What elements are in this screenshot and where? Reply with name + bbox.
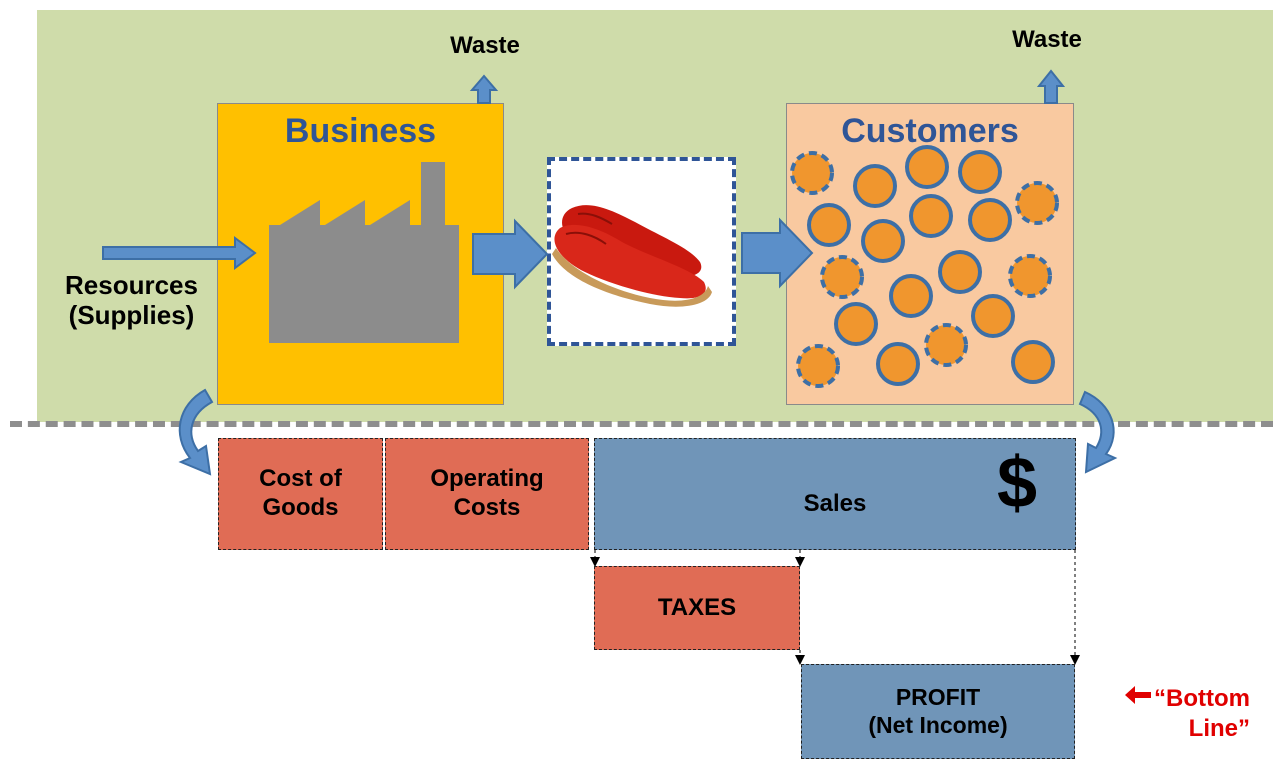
business-to-product-arrow-icon	[472, 218, 549, 290]
divider-line	[10, 421, 1273, 427]
bottom-line-arrow-icon	[1125, 686, 1151, 704]
waste-arrow-right-icon	[1036, 69, 1066, 104]
customer-circle-icon	[971, 294, 1015, 338]
waste-left-label: Waste	[450, 32, 520, 59]
net-income-label: (Net Income)	[868, 711, 1008, 738]
customer-circle-icon	[820, 255, 864, 299]
cost-of-goods-box: Cost of Goods	[218, 438, 383, 550]
customer-circle-icon	[796, 344, 840, 388]
customer-circle-icon	[924, 323, 968, 367]
profit-label: PROFIT	[895, 683, 981, 710]
curved-arrow-right-icon	[1078, 390, 1118, 474]
bottom-line-label-line2: Line”	[1188, 715, 1250, 742]
dollar-sign-icon: $	[996, 443, 1037, 523]
customer-circle-icon	[1011, 340, 1055, 384]
customer-circle-icon	[958, 150, 1002, 194]
customer-circle-icon	[790, 151, 834, 195]
operating-costs-label: Operating Costs	[430, 465, 544, 521]
customer-circle-icon	[909, 194, 953, 238]
customers-title: Customers	[841, 112, 1019, 150]
customer-circle-icon	[938, 250, 982, 294]
factory-icon	[269, 162, 459, 343]
shoes-image	[552, 205, 712, 307]
customer-circle-icon	[861, 219, 905, 263]
sales-label: Sales	[803, 489, 867, 517]
flow-connectors	[590, 550, 1080, 665]
customer-circle-icon	[1015, 181, 1059, 225]
customer-circles	[790, 145, 1059, 388]
bottom-line-label-line1: “Bottom	[1154, 685, 1250, 712]
customer-circle-icon	[876, 342, 920, 386]
customer-circle-icon	[834, 302, 878, 346]
customer-circle-icon	[905, 145, 949, 189]
customer-circle-icon	[968, 198, 1012, 242]
operating-costs-box: Operating Costs	[385, 438, 589, 550]
customer-circle-icon	[889, 274, 933, 318]
sales-box: Sales $	[594, 438, 1076, 550]
curved-arrow-left-icon	[178, 388, 214, 476]
resources-label: Resources (Supplies)	[44, 270, 219, 331]
resources-label-line2: (Supplies)	[68, 299, 195, 330]
profit-box: PROFIT (Net Income)	[801, 664, 1075, 759]
taxes-label: TAXES	[657, 593, 737, 621]
resources-arrow-icon	[102, 236, 257, 270]
waste-arrow-left-icon	[469, 74, 499, 104]
customer-circle-icon	[1008, 254, 1052, 298]
bottom-line-label: “Bottom Line”	[1150, 684, 1250, 744]
cost-of-goods-label: Cost of Goods	[259, 465, 342, 521]
customer-circle-icon	[807, 203, 851, 247]
resources-label-line1: Resources	[65, 270, 198, 300]
waste-right-label: Waste	[1012, 26, 1082, 53]
customer-circle-icon	[853, 164, 897, 208]
taxes-box: TAXES	[594, 566, 800, 650]
business-title: Business	[284, 112, 437, 150]
product-to-customers-arrow-icon	[741, 217, 814, 289]
